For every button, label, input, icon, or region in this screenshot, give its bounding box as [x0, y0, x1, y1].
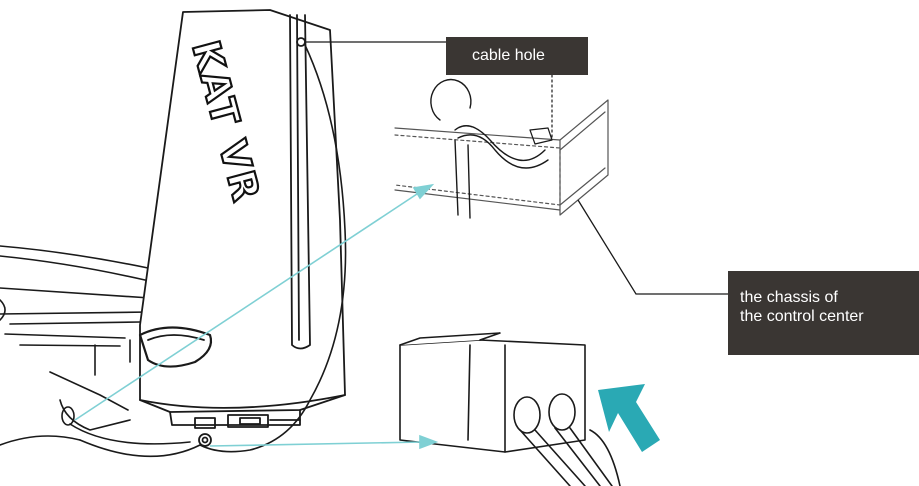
control-box: [400, 333, 620, 486]
chassis-leader: [578, 200, 728, 294]
chassis-text-line1: the chassis of: [740, 288, 919, 307]
chassis-label: the chassis of the control center: [728, 271, 919, 355]
cable-hole-label: cable hole: [446, 37, 588, 75]
chassis-sketch: [395, 75, 608, 218]
chassis-text-line2: the control center: [740, 307, 919, 326]
strut: [140, 10, 345, 446]
insert-direction-arrow: [598, 384, 660, 452]
cable-hole-text: cable hole: [472, 47, 545, 64]
